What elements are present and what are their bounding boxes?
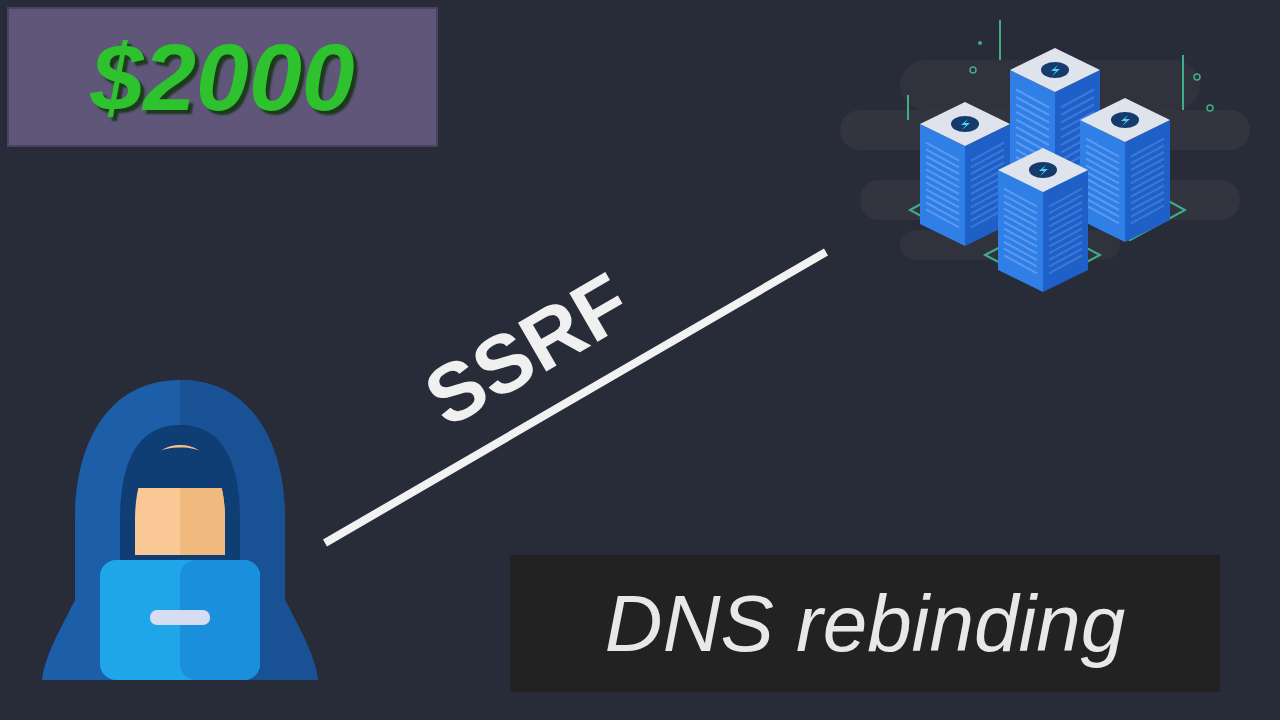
topic-text: DNS rebinding: [605, 578, 1125, 670]
price-box: $2000: [7, 7, 438, 147]
server-cluster: [840, 20, 1250, 292]
price-text: $2000: [90, 23, 354, 132]
line-label: SSRF: [409, 255, 645, 446]
ssrf-line: [325, 252, 826, 543]
topic-box: DNS rebinding: [510, 555, 1220, 692]
hacker-icon: [42, 380, 318, 680]
